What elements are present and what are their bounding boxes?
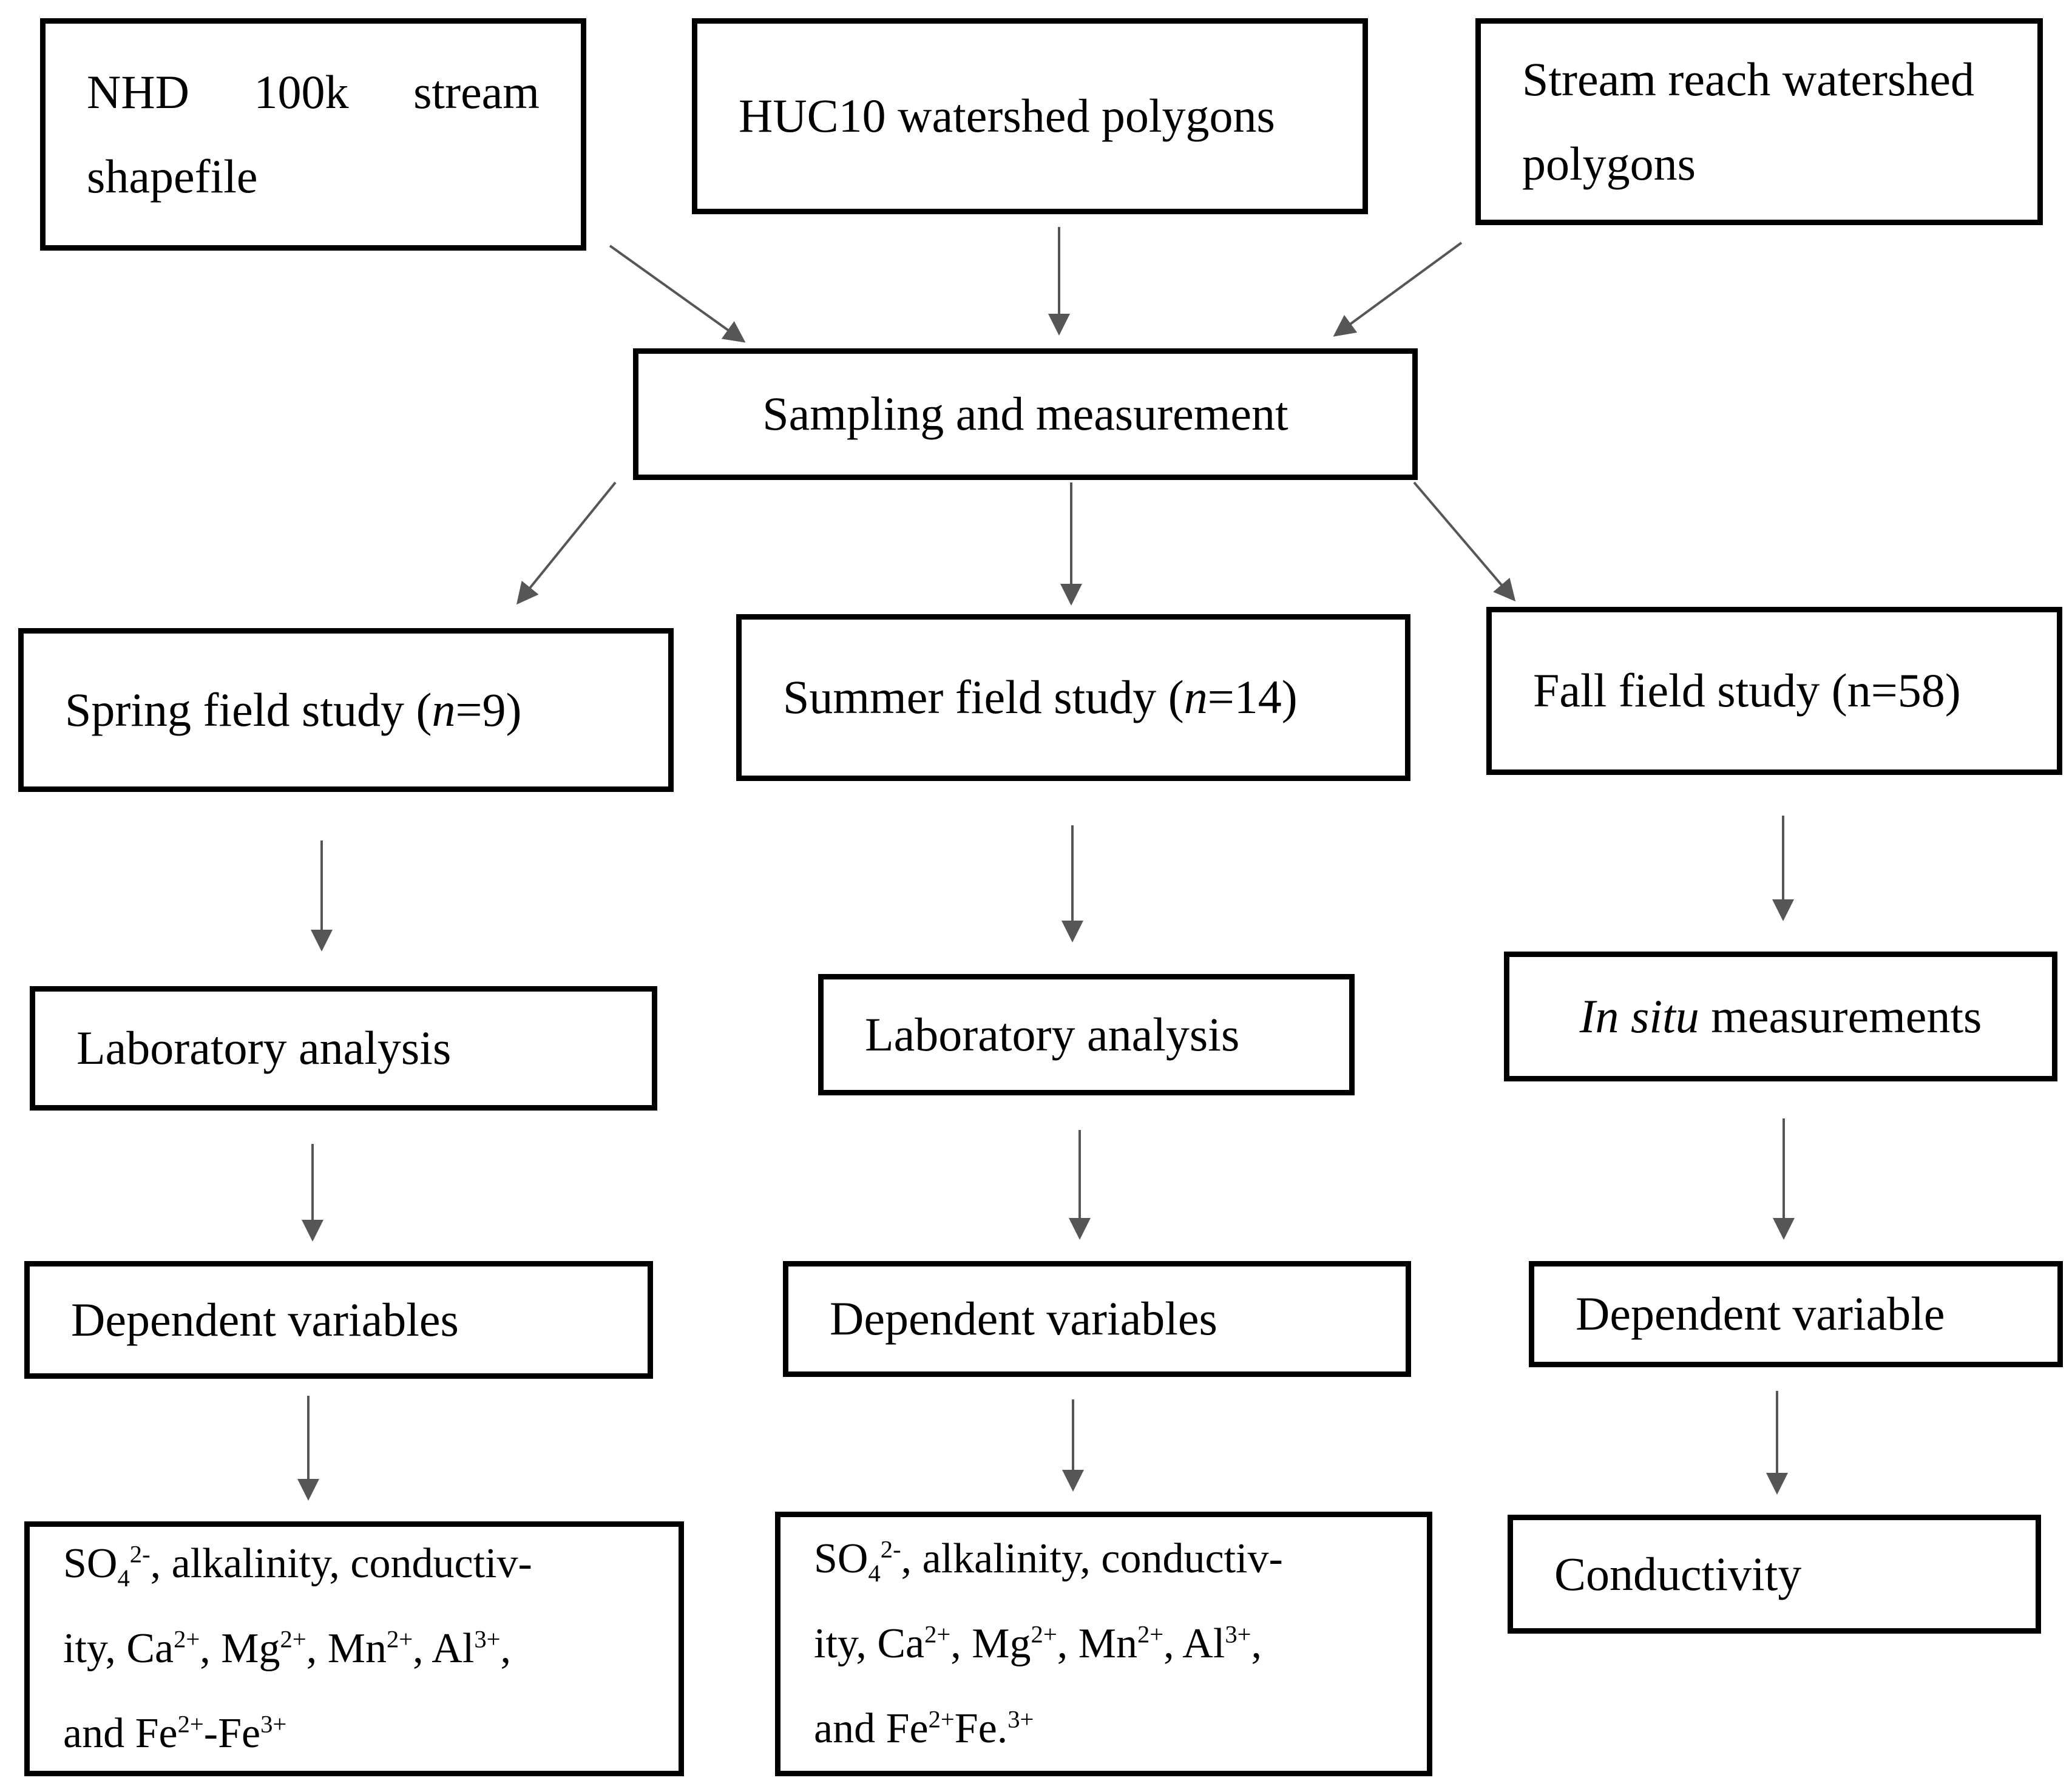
node-label-line: Laboratory analysis [865, 1007, 1240, 1061]
node-label-line: and Fe2+-Fe3+ [63, 1710, 287, 1757]
node-laboratory-analysis-spring: Laboratory analysis [30, 986, 657, 1111]
node-label-line: ity, Ca2+, Mg2+, Mn2+, Al3+, [63, 1625, 511, 1672]
node-summer-field-study: Summer field study (n=14) [736, 614, 1410, 781]
node-label-line: ity, Ca2+, Mg2+, Mn2+, Al3+, [814, 1620, 1262, 1667]
node-label-line: shapefile [87, 149, 258, 203]
node-summer-variables-list: SO42-, alkalinity, conductiv-ity, Ca2+, … [775, 1512, 1432, 1776]
node-label-line: Spring field study (n=9) [65, 683, 522, 736]
node-label-line: Laboratory analysis [76, 1021, 452, 1075]
node-dependent-variables-spring: Dependent variables [24, 1261, 653, 1379]
node-label-line: Dependent variables [830, 1292, 1217, 1345]
node-label-line: SO42-, alkalinity, conductiv- [814, 1535, 1283, 1587]
node-label-line: In situ measurements [1579, 989, 1982, 1043]
node-huc10-watershed-polygons: HUC10 watershed polygons [692, 18, 1368, 214]
node-laboratory-analysis-summer: Laboratory analysis [818, 974, 1355, 1095]
node-label-line: Fall field study (n=58) [1533, 664, 1961, 717]
node-spring-field-study: Spring field study (n=9) [18, 628, 674, 792]
node-label-line: polygons [1522, 137, 1696, 190]
node-in-situ-measurements: In situ measurements [1504, 952, 2057, 1081]
arrow-streamreach-to-sampling [1333, 242, 1463, 337]
node-label-line: SO42-, alkalinity, conductiv- [63, 1540, 532, 1592]
arrow-nhd-to-sampling [609, 245, 746, 343]
node-label-line: Dependent variables [71, 1293, 459, 1346]
node-label-line: Conductivity [1554, 1547, 1802, 1600]
node-label-line: Stream reach watershed [1522, 52, 1974, 106]
node-dependent-variables-summer: Dependent variables [783, 1261, 1411, 1377]
node-dependent-variable-fall: Dependent variable [1529, 1261, 2063, 1367]
node-spring-variables-list: SO42-, alkalinity, conductiv-ity, Ca2+, … [24, 1521, 684, 1776]
node-conductivity: Conductivity [1508, 1515, 2041, 1634]
node-label-line: and Fe2+Fe.3+ [814, 1705, 1034, 1752]
arrow-sampling-to-spring [516, 481, 617, 605]
node-stream-reach-watershed-polygons: Stream reach watershed polygons [1475, 18, 2043, 225]
node-sampling-and-measurement: Sampling and measurement [633, 348, 1418, 480]
node-label-line: Dependent variable [1576, 1287, 1945, 1341]
arrow-sampling-to-fall [1413, 481, 1516, 602]
node-label-line: HUC10 watershed polygons [739, 89, 1275, 143]
node-fall-field-study: Fall field study (n=58) [1486, 607, 2062, 775]
node-label-line: Summer field study (n=14) [783, 671, 1298, 724]
node-label-line: Sampling and measurement [762, 387, 1288, 441]
